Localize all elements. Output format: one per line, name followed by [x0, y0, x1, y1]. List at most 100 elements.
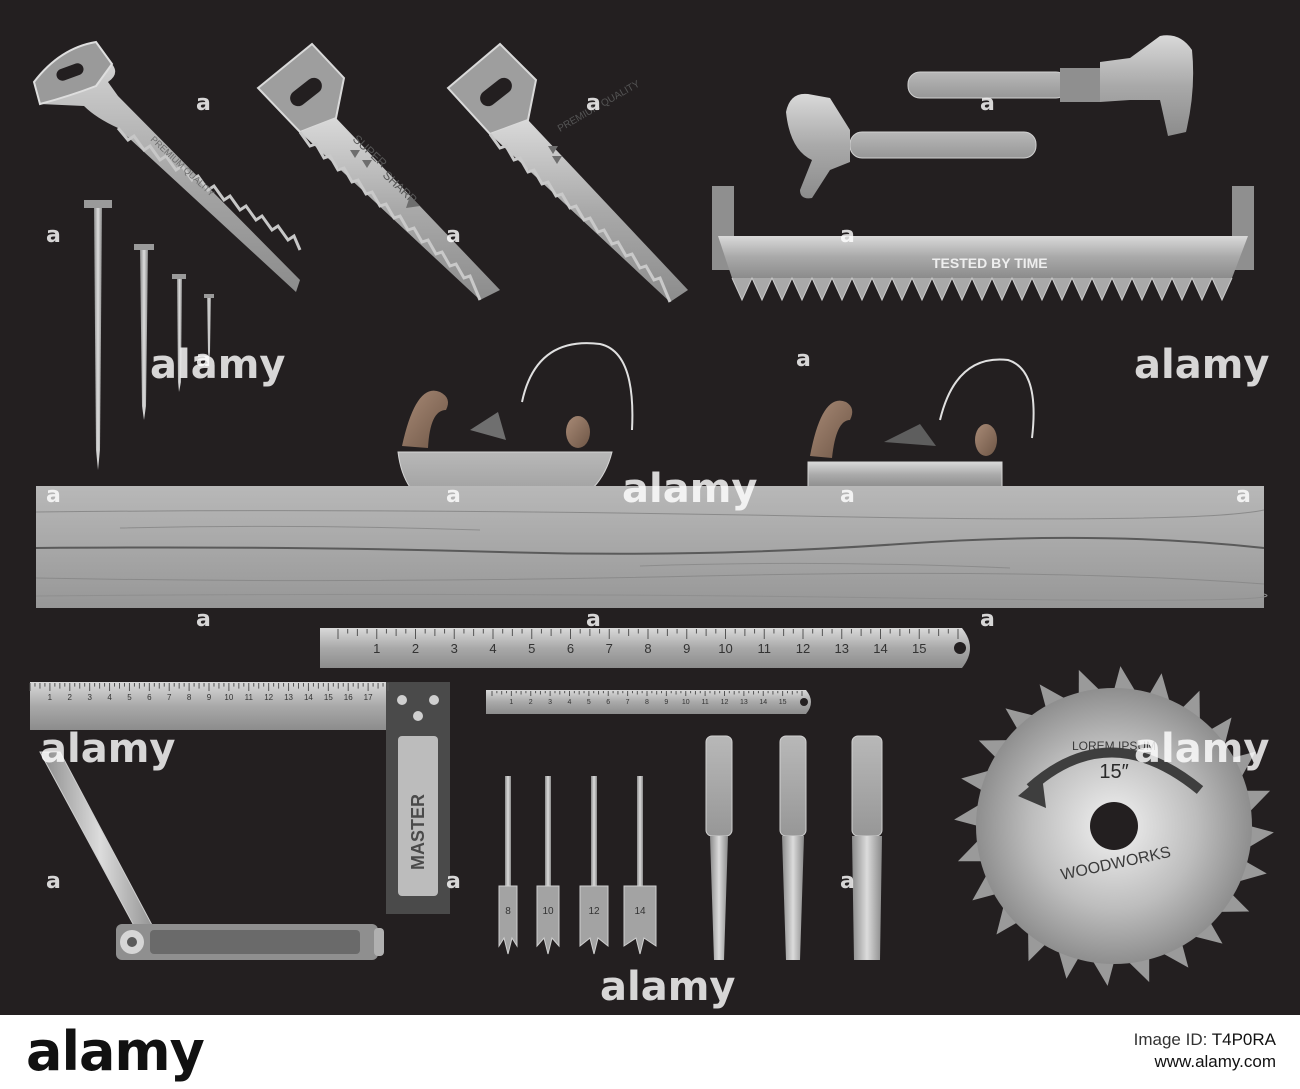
- crosscut-label: TESTED BY TIME: [932, 255, 1048, 271]
- drill-bit: 12: [579, 776, 609, 955]
- ruler-number: 6: [147, 693, 152, 702]
- footer-url: www.alamy.com: [1154, 1052, 1276, 1071]
- nails: [84, 200, 214, 470]
- ruler-number: 5: [587, 699, 591, 706]
- spade-drill-bits: 8 10 12 14: [498, 776, 657, 955]
- saw1-label: PREMIUM QUALITY: [149, 134, 217, 198]
- drill-bit-size: 14: [634, 906, 646, 917]
- ruler-number: 11: [701, 699, 708, 706]
- watermark-text: alamy: [600, 964, 735, 1010]
- artwork: PREMIUM QUALITY SUPER SHARP PREMI: [0, 0, 1300, 1015]
- ruler-number: 12: [796, 641, 810, 656]
- small-plane: [807, 358, 1035, 489]
- blade-tooth: [1005, 708, 1035, 730]
- ruler-number: 7: [606, 641, 613, 656]
- square-label: MASTER: [408, 794, 428, 870]
- ruler-number: 4: [107, 693, 112, 702]
- ruler-number: 5: [528, 641, 535, 656]
- watermark-mark: a: [840, 223, 855, 248]
- blade-tooth: [1127, 957, 1150, 983]
- ruler-number: 4: [568, 699, 572, 706]
- watermark-mark: a: [446, 223, 461, 248]
- watermark-mark: a: [586, 607, 601, 632]
- watermark-mark: a: [980, 91, 995, 116]
- watermark-text: alamy: [40, 726, 175, 772]
- ruler-number: 11: [245, 693, 254, 702]
- blade-tooth: [1092, 960, 1114, 986]
- ruler-number: 16: [344, 693, 353, 702]
- ruler-number: 3: [87, 693, 92, 702]
- watermark-mark: a: [586, 91, 601, 116]
- blade-tooth: [1162, 943, 1189, 968]
- ruler-number: 12: [721, 699, 729, 706]
- ruler-number: 10: [718, 641, 732, 656]
- watermark-mark: a: [840, 483, 855, 508]
- blade-tooth: [1193, 922, 1223, 944]
- ruler-number: 14: [304, 693, 313, 702]
- ruler-number: 9: [664, 699, 668, 706]
- ruler-number: 14: [759, 699, 767, 706]
- ruler-number: 14: [873, 641, 887, 656]
- blade-top-text: LOREM IPSUM: [1072, 739, 1156, 753]
- watermark-mark: a: [446, 869, 461, 894]
- hammer-top: [907, 35, 1194, 136]
- blade-tooth: [996, 905, 1018, 935]
- image-id-label: Image ID:: [1133, 1030, 1208, 1049]
- keyhole-saw: PREMIUM QUALITY: [32, 40, 302, 292]
- ruler-number: 3: [548, 699, 552, 706]
- ruler-number: 1: [509, 699, 513, 706]
- blade-tooth: [1231, 751, 1256, 778]
- blade-tooth: [1219, 894, 1250, 912]
- ruler-number: 3: [451, 641, 458, 656]
- drill-bit-size: 8: [505, 906, 511, 917]
- artwork-svg: PREMIUM QUALITY SUPER SHARP PREMI: [29, 35, 1274, 1010]
- ruler-number: 1: [373, 641, 380, 656]
- ruler-number: 11: [758, 641, 772, 656]
- ruler-number: 8: [187, 693, 192, 702]
- watermark-mark: a: [980, 607, 995, 632]
- ruler-number: 13: [835, 641, 849, 656]
- super-sharp-saw: SUPER SHARP: [256, 42, 500, 301]
- ruler-number: 2: [412, 641, 419, 656]
- ruler-number: 2: [529, 699, 533, 706]
- watermark-mark: a: [196, 347, 211, 372]
- watermark-text: alamy: [622, 466, 757, 512]
- ruler-number: 1: [48, 693, 53, 702]
- drill-bit-size: 12: [588, 906, 600, 917]
- ruler-number: 9: [207, 693, 212, 702]
- blade-tooth: [1182, 690, 1200, 721]
- watermark-mark: a: [196, 91, 211, 116]
- premium-saw: PREMIUM QUALITY: [446, 42, 688, 303]
- watermark-mark: a: [46, 223, 61, 248]
- hammer-bottom: [786, 93, 1037, 199]
- ruler-number: 7: [626, 699, 630, 706]
- watermark-mark: a: [796, 347, 811, 372]
- ruler-number: 6: [606, 699, 610, 706]
- blade-tooth: [1245, 790, 1271, 813]
- watermark-mark: a: [46, 483, 61, 508]
- watermark-mark: a: [446, 483, 461, 508]
- ruler-number: 5: [127, 693, 132, 702]
- drill-bit: 8: [498, 776, 518, 955]
- ruler-number: 9: [683, 641, 690, 656]
- blade-tooth: [1039, 684, 1066, 709]
- circular-saw-blade: LOREM IPSUM 15″ WOODWORKS: [954, 666, 1274, 986]
- ruler-number: 8: [644, 641, 651, 656]
- crosscut-saw: TESTED BY TIME: [712, 186, 1254, 302]
- watermark-mark: a: [840, 869, 855, 894]
- ruler-number: 15: [912, 641, 926, 656]
- drill-bit-size: 10: [542, 906, 554, 917]
- watermark-mark: a: [196, 607, 211, 632]
- ruler-number: 15: [324, 693, 333, 702]
- ruler-number: 15: [779, 699, 787, 706]
- ruler-number: 10: [682, 699, 690, 706]
- footer-meta: Image ID: T4P0RA www.alamy.com: [1134, 1029, 1276, 1073]
- ruler-number: 12: [264, 693, 273, 702]
